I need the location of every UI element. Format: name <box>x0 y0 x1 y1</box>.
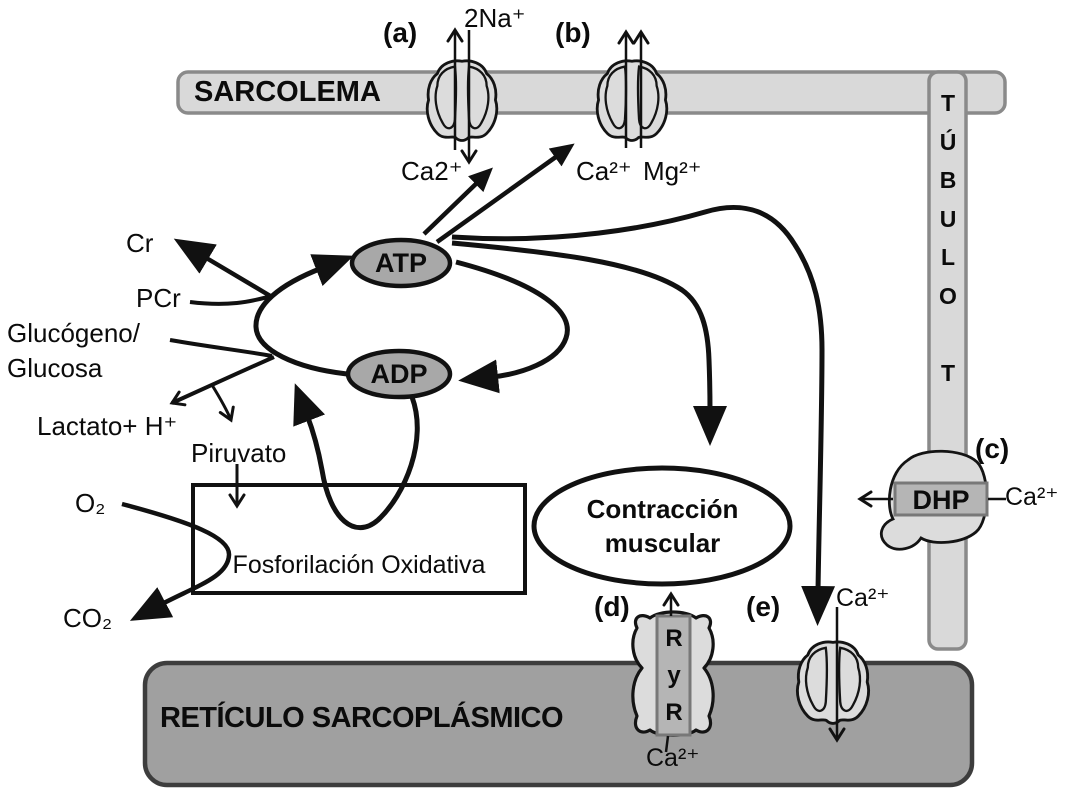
oxphos-regeneration-loop <box>293 383 420 531</box>
calcium-ion-label-dhp: Ca²⁺ <box>1005 483 1059 511</box>
phosphocreatine-label: PCr <box>136 283 181 313</box>
muscle-contraction-label: Contracción muscular <box>586 494 739 558</box>
o2-to-co2-curve <box>121 501 232 621</box>
ca-ryr-connector <box>664 735 670 753</box>
glycogen-glucose-label: Glucógeno/ Glucosa <box>7 318 140 383</box>
channel-e-label: (e) <box>746 591 781 622</box>
calcium-ion-label-serca: Ca²⁺ <box>836 584 890 612</box>
atp-to-channel-b-arrow <box>435 143 575 244</box>
carbon-dioxide-label: CO₂ <box>63 603 113 633</box>
channel-d-label: (d) <box>594 591 630 622</box>
ryr-box <box>655 614 692 737</box>
dhp-label: DHP <box>912 485 970 515</box>
oxygen-label: O₂ <box>75 488 106 518</box>
atp-label: ATP <box>375 248 427 278</box>
t-tubule-label: T Ú B U L O T <box>939 90 957 386</box>
ryr-label: R y R <box>665 625 683 726</box>
atp-oval <box>349 237 453 289</box>
atp-to-serca-arrow <box>451 204 836 626</box>
channel-e-serca-pump <box>795 640 871 726</box>
sarcoplasmic-reticulum-label: RETÍCULO SARCOPLÁSMICO <box>160 702 564 734</box>
atp-to-contraction-arrow <box>451 240 727 446</box>
sarcolemma-bar <box>176 70 1007 115</box>
adp-to-atp-curve <box>253 254 354 377</box>
dhp-box <box>893 481 989 517</box>
oxidative-phosphorylation-box <box>191 483 527 595</box>
channel-a-label: (a) <box>383 17 418 48</box>
channel-a-pump <box>425 59 499 143</box>
adp-label: ADP <box>370 359 428 389</box>
channel-b-pump <box>595 59 669 143</box>
to-lactate-arrow <box>169 355 275 407</box>
atp-to-adp-curve <box>455 259 570 394</box>
pyruvate-label: Piruvato <box>191 438 287 468</box>
calcium-ion-label-channel-b: Ca²⁺ <box>576 156 632 186</box>
adp-oval <box>345 348 453 400</box>
phosphocreatine-line <box>189 295 269 306</box>
lactate-label: Lactato+ H⁺ <box>37 411 178 441</box>
channel-b-label: (b) <box>555 17 591 48</box>
oxidative-phosphorylation-label: Fosforilación Oxidativa <box>232 551 486 579</box>
creatine-label: Cr <box>126 228 154 258</box>
to-creatine-arrow <box>173 238 274 299</box>
atp-to-channel-a-arrow <box>422 167 493 236</box>
sarcolemma-label: SARCOLEMA <box>194 76 381 108</box>
calcium-ion-label-channel-a: Ca2⁺ <box>401 156 463 186</box>
sarcoplasmic-reticulum-bar <box>142 660 975 788</box>
to-pyruvate-arrow <box>210 384 235 423</box>
glycogen-line <box>169 338 273 358</box>
sodium-ion-label: 2Na⁺ <box>464 3 526 33</box>
calcium-ion-label-ryr: Ca²⁺ <box>646 744 700 772</box>
muscle-contraction-oval <box>531 465 793 587</box>
magnesium-ion-label: Mg²⁺ <box>643 156 702 186</box>
channel-c-label: (c) <box>975 433 1010 464</box>
